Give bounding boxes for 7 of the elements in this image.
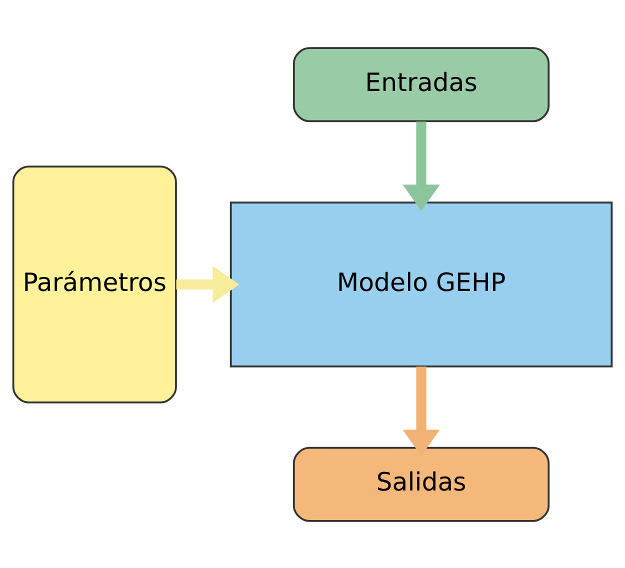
node-box: Entradas <box>292 46 550 122</box>
node-box: Salidas <box>292 446 550 522</box>
arrow <box>402 366 440 456</box>
arrow <box>176 265 240 303</box>
node-box: Modelo GEHP <box>230 201 613 367</box>
node-box: Parámetros <box>12 165 177 403</box>
arrow <box>402 121 440 211</box>
